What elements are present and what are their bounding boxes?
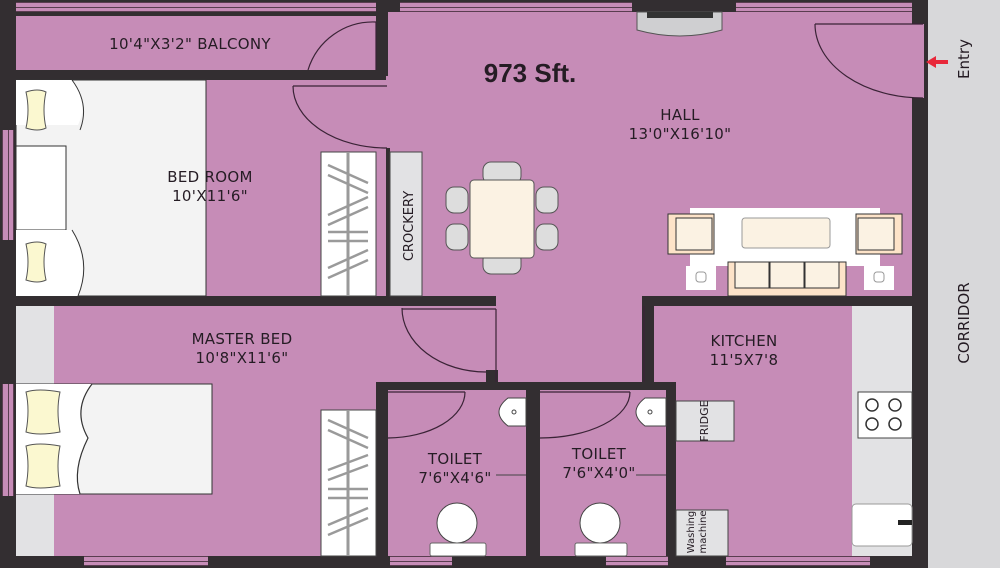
kitchen-name: KITCHEN	[710, 332, 778, 350]
toilet1-name: TOILET	[427, 450, 483, 468]
window-toilet1	[390, 556, 452, 566]
entry-door-gap	[912, 24, 924, 98]
entry-label: Entry	[955, 39, 973, 79]
window-toilet2	[606, 556, 668, 566]
wall-toilet2-top	[630, 382, 676, 390]
bedroom-size: 10'X11'6"	[172, 187, 248, 205]
wall-balcony-hall	[376, 12, 388, 76]
master-bed-label: MASTER BED 10'8"X11'6"	[162, 330, 322, 368]
kitchen-label: KITCHEN 11'5X7'8	[674, 332, 814, 370]
wall-hall-kitchen	[642, 296, 912, 306]
corridor-label: CORRIDOR	[955, 282, 973, 364]
wall-toilet-toilet	[526, 382, 540, 568]
toilet1-label: TOILET 7'6"X4'6"	[400, 450, 510, 488]
master-bed-size: 10'8"X11'6"	[195, 349, 289, 367]
fridge-label: FRIDGE	[698, 400, 711, 442]
passage	[496, 296, 646, 382]
toilet2-name: TOILET	[571, 445, 627, 463]
bedroom-label: BED ROOM 10'X11'6"	[130, 168, 290, 206]
wall-kitchen-left	[642, 296, 654, 382]
toilet2-size: 7'6"X4'0"	[562, 464, 636, 482]
window-master-bottom	[84, 556, 208, 566]
balcony-door-swing	[307, 21, 377, 71]
wall-master-toilet	[376, 382, 388, 568]
wall-stub	[486, 370, 498, 390]
balcony-room	[16, 16, 376, 70]
window-kitchen	[726, 556, 870, 566]
window-hall-1	[400, 2, 632, 12]
bedroom-name: BED ROOM	[167, 168, 253, 186]
wall-toilet1-top	[376, 382, 496, 390]
wall-balcony-bed	[0, 70, 386, 80]
wall-bed-hall	[386, 148, 390, 296]
toilet1-size: 7'6"X4'6"	[418, 469, 492, 487]
corridor-area	[928, 0, 1000, 568]
total-area: 973 Sft.	[483, 58, 577, 88]
window-bedroom	[2, 130, 14, 240]
hall-label: HALL 13'0"X16'10"	[600, 106, 760, 144]
toilet2-label: TOILET 7'6"X4'0"	[544, 445, 654, 483]
wall-toilet-kitchen	[666, 382, 676, 568]
hall-size: 13'0"X16'10"	[628, 125, 732, 143]
washing-machine-label-2: machine	[698, 510, 709, 554]
hall-name: HALL	[660, 106, 700, 124]
wall-right	[912, 0, 928, 568]
window-balcony	[16, 2, 376, 12]
window-master	[2, 384, 14, 496]
entry-arrow-icon	[926, 56, 948, 68]
crockery-label: CROCKERY	[402, 190, 417, 262]
master-bed-name: MASTER BED	[191, 330, 293, 348]
wall-bed-master	[0, 296, 496, 306]
balcony-label: 10'4"X3'2" BALCONY	[109, 35, 271, 53]
window-hall-2	[736, 2, 912, 12]
kitchen-size: 11'5X7'8	[709, 351, 779, 369]
washing-machine-label-1: Washing	[686, 510, 697, 554]
